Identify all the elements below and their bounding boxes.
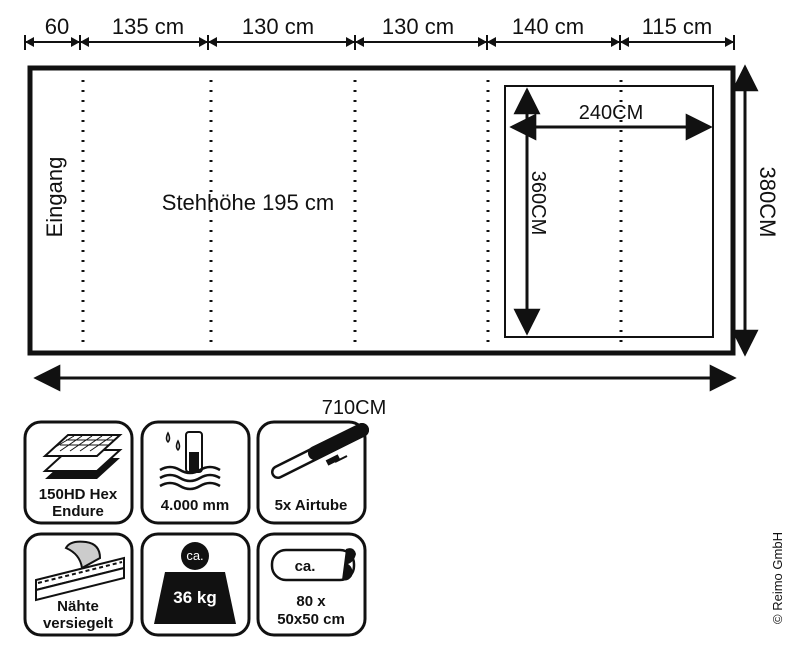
feature-water-column-line1: 4.000 mm [161, 497, 229, 514]
cabin-width-label: 240CM [579, 102, 643, 124]
segment-dimension-line [24, 35, 735, 50]
total-length-label: 710CM [322, 397, 386, 419]
cabin-depth-label: 360CM [527, 171, 549, 235]
segment-label-2: 135 cm [112, 14, 184, 39]
airtube-icon [271, 423, 369, 479]
feature-seams-line2: versiegelt [43, 615, 113, 632]
entrance-label: Eingang [42, 157, 67, 238]
copyright-label: © Reimo GmbH [770, 532, 785, 624]
pack-size-badge: ca. [295, 558, 316, 575]
segment-label-5: 140 cm [512, 14, 584, 39]
feature-tile-fabric: 150HD Hex Endure [23, 420, 134, 525]
segment-label-6: 115 cm [642, 14, 713, 39]
feature-tile-water-column: 4.000 mm [140, 420, 251, 525]
inner-cabin-outline [504, 85, 714, 338]
feature-airtube-line1: 5x Airtube [275, 497, 348, 514]
feature-tile-pack-size: ca. 80 x 50x50 cm [256, 532, 367, 637]
fabric-layers-icon [42, 434, 123, 479]
feature-fabric-line2: Endure [52, 503, 104, 520]
pack-size-icon [270, 548, 356, 582]
feature-pack-line2: 50x50 cm [277, 611, 345, 628]
feature-seams-line1: Nähte [57, 598, 99, 615]
weight-icon [154, 542, 236, 624]
segment-label-4: 130 cm [382, 14, 454, 39]
total-depth-label: 380CM [755, 167, 780, 238]
feature-tile-weight: ca. 36 kg [140, 532, 251, 637]
airtube-positions [81, 80, 623, 345]
water-column-icon [159, 431, 221, 491]
segment-label-1: 60 [45, 14, 69, 39]
feature-pack-line1: 80 x [296, 593, 326, 610]
sealed-seams-icon [35, 540, 125, 602]
feature-tile-airtube: 5x Airtube [256, 420, 369, 525]
feature-weight-line1: 36 kg [173, 588, 216, 607]
feature-fabric-line1: 150HD Hex [39, 486, 118, 503]
headroom-label: Stehhöhe 195 cm [162, 190, 334, 215]
weight-badge: ca. [186, 548, 203, 563]
segment-label-3: 130 cm [242, 14, 314, 39]
feature-tile-sealed-seams: Nähte versiegelt [23, 532, 134, 637]
